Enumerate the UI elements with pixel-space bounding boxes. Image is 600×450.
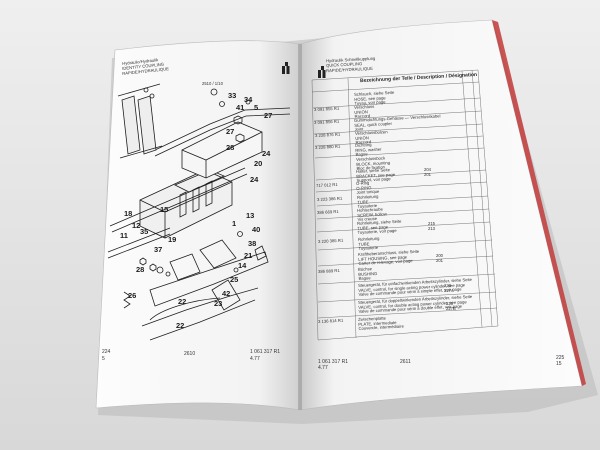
callout-27b: 27	[226, 127, 235, 136]
callout-1: 1	[232, 219, 237, 228]
callout-35: 35	[140, 227, 149, 236]
left-footer-sub: 5	[102, 356, 105, 362]
callout-38: 38	[248, 239, 257, 248]
callout-11: 11	[120, 231, 128, 240]
right-footer-ref: 1 061 317 R1	[318, 359, 349, 365]
exploded-diagram	[107, 83, 291, 341]
callout-19: 19	[168, 235, 177, 244]
callout-28: 28	[226, 143, 235, 152]
callout-15: 15	[160, 205, 169, 214]
left-footer-page: 224	[102, 349, 111, 355]
callout-33: 33	[228, 91, 237, 100]
callout-22b: 22	[176, 321, 185, 330]
callout-21: 21	[244, 251, 253, 260]
callout-12: 12	[132, 221, 141, 230]
right-footer-sub: 15	[556, 361, 562, 367]
right-footer-center: 2611	[400, 359, 411, 365]
callout-25: 25	[230, 275, 239, 284]
right-footer-date: 4.77	[318, 365, 328, 371]
callout-26: 26	[128, 291, 137, 300]
callout-14: 14	[238, 261, 247, 270]
ih-logo-left	[282, 62, 290, 74]
callout-18: 18	[124, 209, 133, 218]
callout-23: 23	[214, 299, 223, 308]
callout-40: 40	[252, 225, 261, 234]
callout-24b: 24	[250, 175, 259, 184]
callout-24a: 24	[262, 149, 271, 158]
callout-5: 5	[254, 103, 259, 112]
callout-27a: 27	[264, 111, 273, 120]
parts-table-grid	[311, 69, 499, 341]
left-footer-center: 2610	[184, 351, 196, 357]
callout-41: 41	[236, 103, 245, 112]
callout-28b: 28	[136, 265, 145, 274]
left-footer-ref: 1 061 317 R1	[250, 349, 281, 355]
callout-42: 42	[222, 289, 231, 298]
ih-logo-right	[318, 66, 326, 78]
callout-20: 20	[254, 159, 263, 168]
left-footer-date: 4.77	[250, 356, 260, 362]
right-footer-page: 225	[556, 355, 565, 361]
callout-34: 34	[244, 95, 253, 104]
diagram-caption: 2510 / 1/10	[202, 81, 223, 86]
callout-22a: 22	[178, 297, 187, 306]
callout-13: 13	[246, 211, 255, 220]
callout-37: 37	[154, 245, 163, 254]
